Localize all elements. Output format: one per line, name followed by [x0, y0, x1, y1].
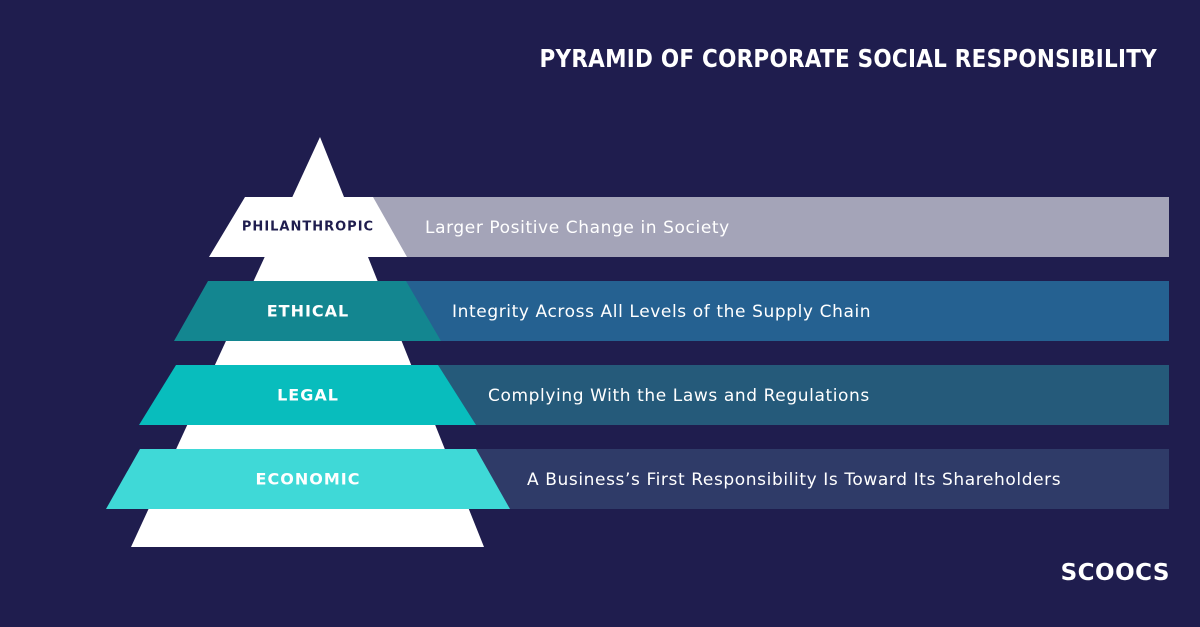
band-philanthropic: [209, 197, 407, 257]
page-title: PYRAMID OF CORPORATE SOCIAL RESPONSIBILI…: [539, 44, 1157, 73]
band-legal: [139, 365, 476, 425]
level-description-ethical: Integrity Across All Levels of the Suppl…: [452, 302, 872, 322]
bar-economic: [460, 449, 1169, 509]
scoocs-logo: SCOOCS: [1060, 560, 1170, 586]
bar-philanthropic: [360, 197, 1169, 257]
level-description-philanthropic: Larger Positive Change in Society: [425, 218, 730, 238]
band-ethical: [174, 281, 441, 341]
level-description-economic: A Business’s First Responsibility Is Tow…: [527, 470, 1062, 490]
bar-legal: [420, 365, 1169, 425]
level-label-ethical: ETHICAL: [266, 301, 350, 321]
band-economic: [106, 449, 510, 509]
level-label-legal: LEGAL: [277, 385, 339, 405]
level-label-philanthropic: PHILANTHROPIC: [241, 219, 375, 235]
pyramid-shape: [131, 137, 484, 547]
bar-ethical: [390, 281, 1169, 341]
level-label-economic: ECONOMIC: [255, 469, 361, 489]
level-description-legal: Complying With the Laws and Regulations: [488, 386, 870, 406]
